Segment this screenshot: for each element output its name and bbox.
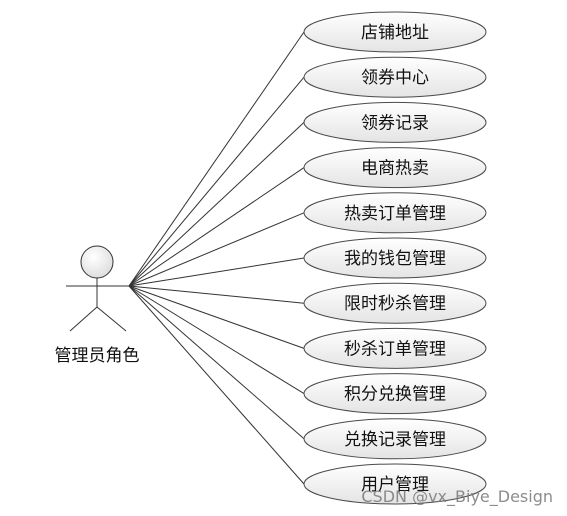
association-line [128, 285, 305, 485]
association-line [128, 285, 305, 349]
use-case: 我的钱包管理 [303, 237, 487, 279]
use-case-label: 秒杀订单管理 [344, 339, 446, 359]
use-case-ellipse [303, 373, 487, 415]
use-case: 领券记录 [303, 101, 487, 143]
use-case: 领券中心 [303, 56, 487, 98]
use-case: 电商热卖 [303, 147, 487, 189]
association-line [128, 76, 305, 287]
use-case-label: 领券中心 [361, 68, 429, 88]
use-case-label: 用户管理 [361, 475, 429, 495]
use-case-label: 电商热卖 [361, 159, 429, 179]
use-case-label: 积分兑换管理 [344, 385, 446, 405]
actor-left-leg [69, 306, 98, 332]
association-line [128, 257, 305, 287]
use-case-label: 兑换记录管理 [344, 430, 446, 450]
use-case-ellipse [303, 327, 487, 369]
actor-right-leg [96, 306, 127, 332]
use-case-label: 我的钱包管理 [344, 249, 446, 269]
use-case: 用户管理 [303, 463, 487, 505]
use-case-ellipse [303, 147, 487, 189]
use-case-list: 店铺地址领券中心领券记录电商热卖热卖订单管理我的钱包管理限时秒杀管理秒杀订单管理… [303, 11, 487, 505]
actor-head [80, 245, 114, 279]
use-case-ellipse [303, 282, 487, 324]
watermark: CSDN @vx_Biye_Design [361, 487, 553, 506]
use-case: 限时秒杀管理 [303, 282, 487, 324]
association-line [128, 167, 305, 287]
use-case-ellipse [303, 418, 487, 460]
use-case-ellipse [303, 192, 487, 234]
use-case-label: 店铺地址 [361, 23, 429, 43]
use-case-label: 热卖订单管理 [344, 204, 446, 224]
use-case-ellipse [303, 101, 487, 143]
use-case-label: 限时秒杀管理 [344, 294, 446, 314]
use-case: 店铺地址 [303, 11, 487, 53]
use-case-label: 领券记录 [361, 113, 429, 133]
use-case-ellipse [303, 237, 487, 279]
use-case: 积分兑换管理 [303, 373, 487, 415]
association-line [128, 122, 305, 287]
use-case-ellipse [303, 56, 487, 98]
use-case-ellipse [303, 11, 487, 53]
use-case-ellipse [303, 463, 487, 505]
association-line [128, 285, 305, 395]
association-lines [128, 31, 305, 485]
association-line [128, 285, 305, 304]
use-case: 秒杀订单管理 [303, 327, 487, 369]
association-line [128, 285, 305, 440]
actor-name: 管理员角色 [55, 346, 140, 366]
association-line [128, 212, 305, 287]
actor: 管理员角色 [55, 245, 140, 366]
use-case: 热卖订单管理 [303, 192, 487, 234]
association-line [128, 31, 305, 287]
use-case: 兑换记录管理 [303, 418, 487, 460]
